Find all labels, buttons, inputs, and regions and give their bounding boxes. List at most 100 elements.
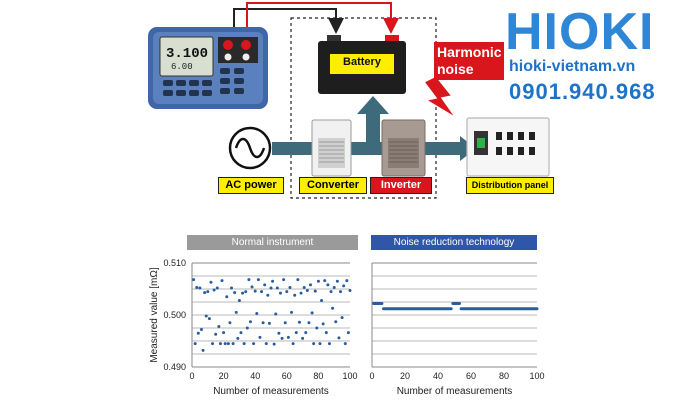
data-point [321, 322, 325, 326]
data-point [313, 289, 317, 293]
data-point [209, 280, 213, 284]
data-point [335, 279, 339, 283]
data-point [211, 342, 215, 346]
data-point [212, 288, 216, 292]
y-axis-title: Measured value [mΩ] [149, 267, 160, 363]
x-tick-label: 0 [369, 371, 374, 381]
data-point [280, 336, 284, 340]
chart-title-noise-reduction: Noise reduction technology [371, 235, 537, 250]
data-point [316, 279, 320, 283]
data-point [217, 324, 221, 328]
data-point [294, 331, 298, 335]
data-point [220, 279, 224, 283]
data-point [236, 336, 240, 340]
data-point [324, 331, 328, 335]
x-tick-label: 40 [433, 371, 443, 381]
x-tick-label: 80 [313, 371, 323, 381]
inverter-unit [381, 119, 426, 177]
data-point [275, 286, 279, 290]
converter-label: Converter [299, 177, 367, 194]
x-tick-label: 80 [499, 371, 509, 381]
test-leads [233, 2, 399, 42]
data-point [301, 336, 305, 340]
device-display-reading: 3.100 [166, 46, 209, 62]
data-point [241, 291, 245, 295]
data-point [215, 286, 219, 290]
data-point [248, 320, 252, 324]
data-point [293, 293, 297, 297]
data-point [207, 317, 211, 321]
data-point [228, 321, 232, 325]
data-point [204, 314, 208, 318]
data-point [329, 290, 333, 294]
data-point [226, 342, 230, 346]
data-point [199, 328, 203, 332]
battery-system-enclosure [290, 17, 437, 199]
data-point [296, 278, 300, 282]
data-point [337, 336, 341, 340]
diagram-canvas [148, 2, 550, 199]
data-point [192, 278, 196, 282]
data-point [266, 293, 270, 297]
data-point [320, 298, 324, 302]
data-point [234, 310, 238, 314]
x-tick-label: 20 [400, 371, 410, 381]
data-point [315, 326, 319, 330]
data-point [256, 278, 260, 282]
data-point [283, 321, 287, 325]
y-tick-label: 0.500 [163, 310, 186, 320]
data-point [206, 290, 210, 294]
y-tick-label: 0.510 [163, 258, 186, 268]
website-link[interactable]: hioki-vietnam.vn [509, 58, 636, 75]
data-point [285, 290, 289, 294]
phone-number: 0901.940.968 [509, 79, 656, 104]
data-point [271, 279, 275, 283]
battery-label: Battery [343, 56, 381, 68]
data-point [269, 286, 273, 290]
data-point [290, 310, 294, 314]
data-point [327, 342, 331, 346]
data-point [291, 342, 295, 346]
data-point [203, 291, 207, 295]
noise-lightning-icon [422, 75, 457, 119]
data-point [230, 286, 233, 290]
converter-unit [311, 119, 352, 177]
data-point [237, 298, 241, 302]
data-point [247, 278, 251, 282]
data-point [218, 342, 222, 346]
data-point [193, 342, 197, 346]
chart-title-normal: Normal instrument [187, 235, 358, 250]
data-point [245, 326, 249, 330]
data-point [253, 289, 257, 293]
inverter-label: Inverter [370, 177, 432, 194]
data-point [340, 316, 344, 320]
data-point [255, 311, 259, 315]
data-point [326, 283, 330, 287]
data-point [332, 285, 336, 289]
x-tick-label: 20 [219, 371, 229, 381]
data-point [223, 342, 227, 346]
data-point [222, 331, 226, 335]
ac-power-icon [228, 126, 272, 170]
data-point [286, 335, 290, 339]
harmonic-noise-label: Harmonic noise [434, 42, 504, 80]
data-point [263, 283, 267, 287]
data-point [302, 285, 306, 289]
power-flow-arrows [272, 96, 476, 161]
data-point [304, 331, 308, 335]
data-point [307, 321, 311, 325]
data-point [267, 321, 271, 325]
data-point [198, 286, 202, 290]
x-tick-label: 40 [250, 371, 260, 381]
data-point [346, 331, 350, 335]
x-axis-title: Number of measurements [397, 386, 513, 397]
data-point [282, 278, 286, 282]
data-point [348, 289, 352, 293]
data-point [318, 342, 322, 346]
x-axis-title: Number of measurements [213, 386, 329, 397]
distribution-panel-label: Distribution panel [466, 177, 554, 194]
battery-tester-device [148, 27, 268, 109]
data-point [323, 279, 327, 283]
data-point [260, 290, 264, 294]
